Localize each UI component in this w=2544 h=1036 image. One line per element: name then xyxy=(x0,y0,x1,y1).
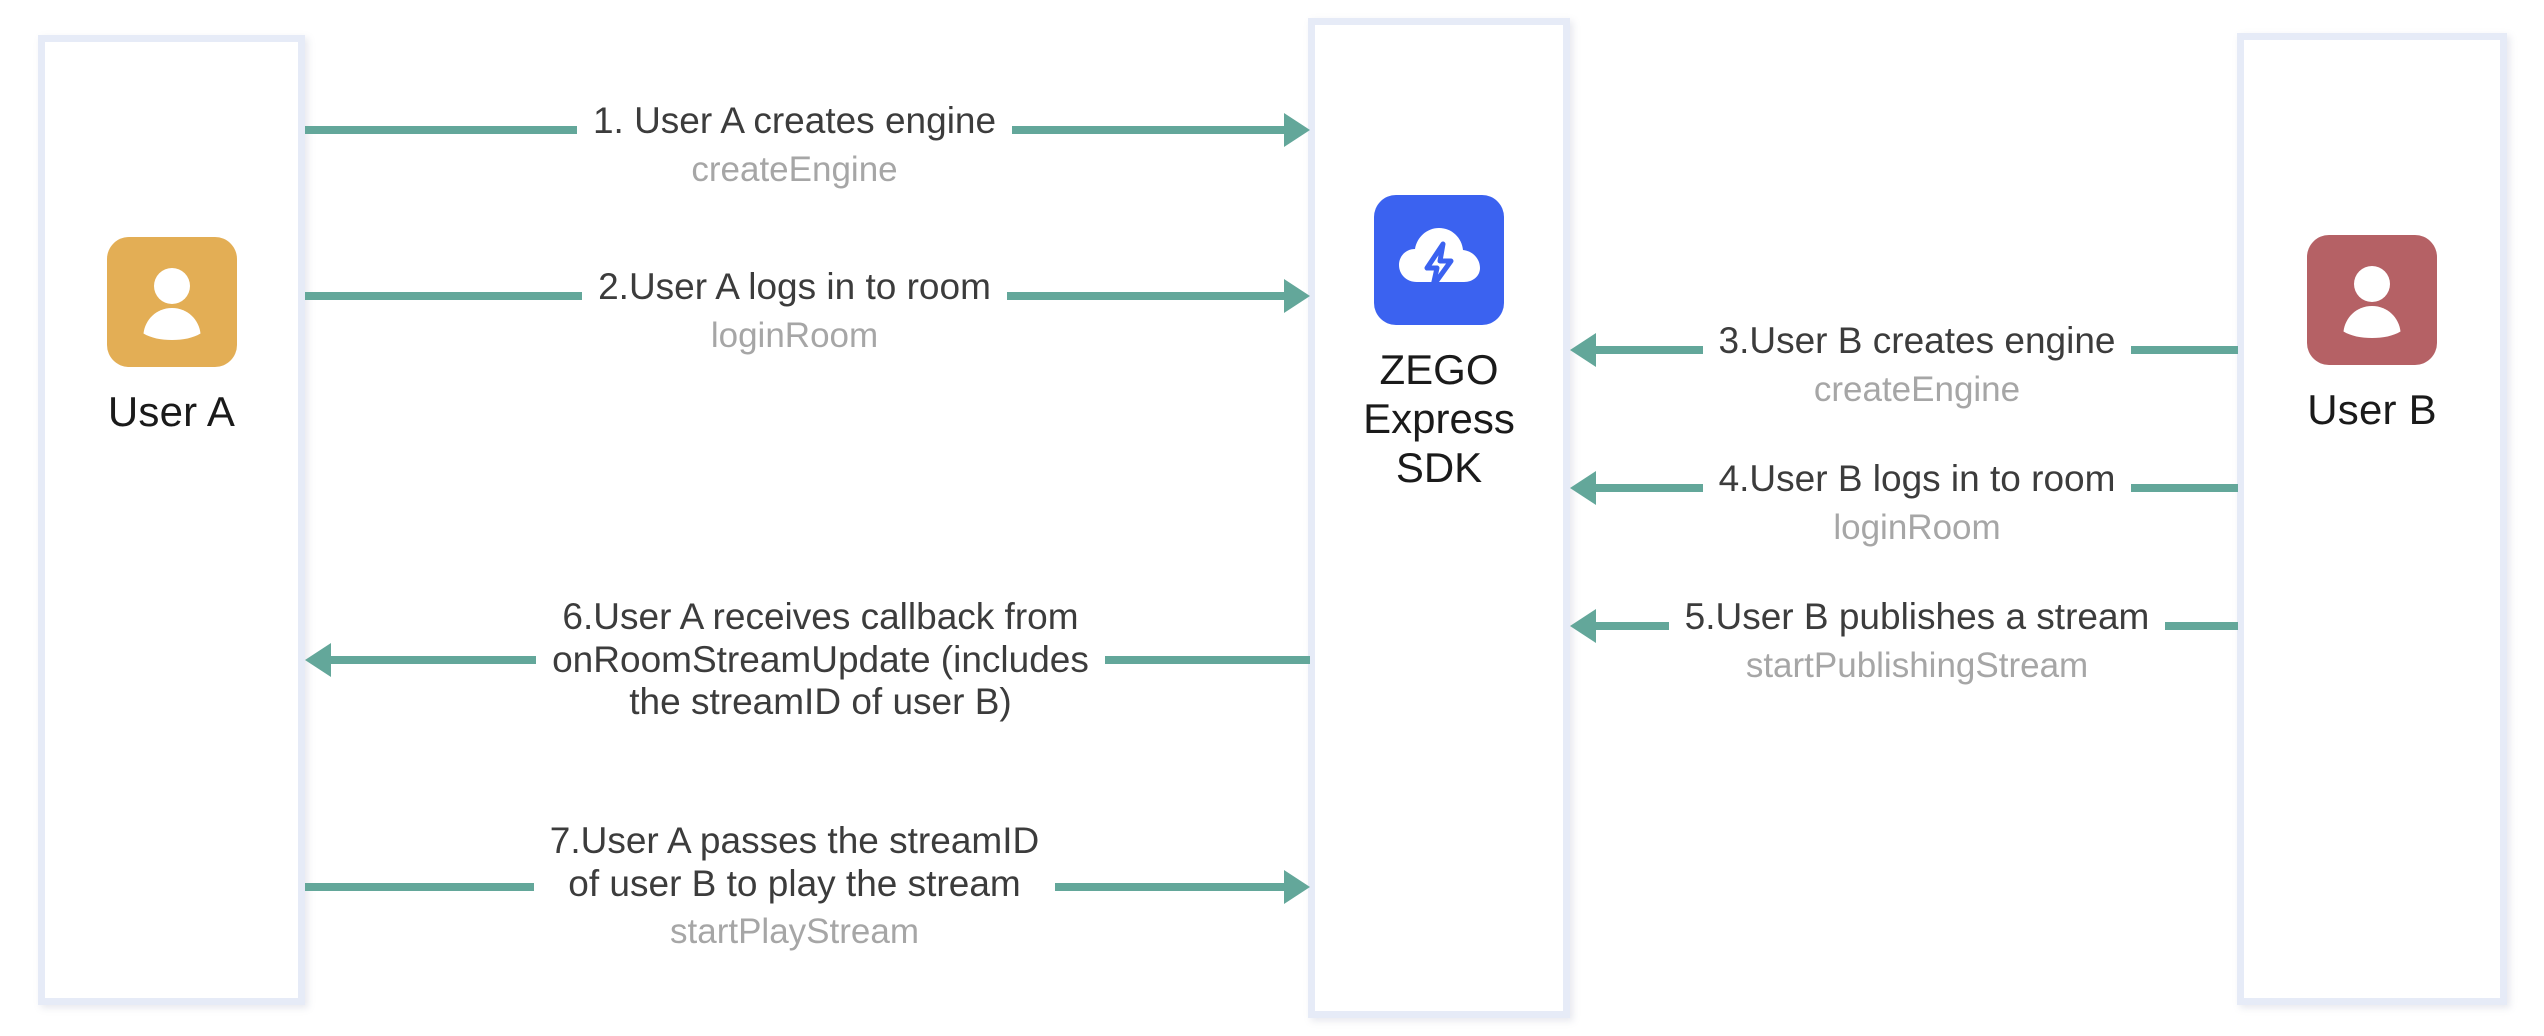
message-2-title: 2.User A logs in to room xyxy=(598,266,991,307)
message-3-text: 3.User B creates engine createEngine xyxy=(1703,320,2132,411)
zego-sdk-label: ZEGO Express SDK xyxy=(1324,345,1554,492)
message-1: 1. User A creates engine createEngine xyxy=(305,70,1311,191)
message-3-line-left xyxy=(1596,346,1703,355)
message-3-title: 3.User B creates engine xyxy=(1718,320,2116,361)
message-3-arrowhead xyxy=(1570,333,1596,368)
message-2: 2.User A logs in to room loginRoom xyxy=(305,236,1310,357)
user-a-label: User A xyxy=(107,388,236,435)
user-b-avatar xyxy=(2307,235,2437,365)
message-2-line-left xyxy=(305,292,583,301)
message-4-arrowhead xyxy=(1570,471,1596,506)
message-5-line-right xyxy=(2165,622,2239,631)
message-2-line-right xyxy=(1006,292,1284,301)
message-7-title: 7.User A passes the streamID of user B t… xyxy=(549,820,1040,904)
message-2-arrowhead xyxy=(1284,279,1310,314)
message-4-text: 4.User B logs in to room loginRoom xyxy=(1703,458,2132,549)
message-5-api: startPublishingStream xyxy=(1745,645,2089,685)
zego-sdk-label-line-2: Express xyxy=(1363,395,1515,443)
message-1-title: 1. User A creates engine xyxy=(592,100,997,141)
message-5-arrowhead xyxy=(1570,609,1596,644)
lifeline-user-b: User B xyxy=(2237,33,2507,1005)
user-b-label: User B xyxy=(2307,386,2437,433)
message-3-api: createEngine xyxy=(1813,369,2021,409)
user-a-avatar xyxy=(106,237,237,367)
message-6-arrowhead xyxy=(305,642,331,677)
message-7-arrowhead xyxy=(1284,869,1310,904)
message-4-line-right xyxy=(2131,484,2239,493)
message-1-line-right xyxy=(1012,126,1285,135)
message-1-line-left xyxy=(305,126,577,135)
message-1-api: createEngine xyxy=(691,149,898,189)
message-6-text: 6.User A receives callback from onRoomSt… xyxy=(536,596,1105,724)
message-6: 6.User A receives callback from onRoomSt… xyxy=(305,596,1310,724)
actor-user-b: User B xyxy=(2244,235,2500,433)
message-6-title: 6.User A receives callback from onRoomSt… xyxy=(552,596,1089,723)
actor-zego-sdk: ZEGO Express SDK xyxy=(1315,195,1563,492)
lifeline-zego-sdk: ZEGO Express SDK xyxy=(1308,18,1570,1018)
lifeline-user-a: User A xyxy=(38,35,305,1005)
message-7-line-left xyxy=(305,882,534,891)
zego-sdk-label-line-3: SDK xyxy=(1395,444,1483,492)
actor-user-a: User A xyxy=(45,237,298,435)
message-2-text: 2.User A logs in to room loginRoom xyxy=(582,266,1007,357)
message-3-line-right xyxy=(2131,346,2238,355)
message-6-line-left xyxy=(331,655,537,664)
message-5-title: 5.User B publishes a stream xyxy=(1684,596,2150,637)
message-6-line-right xyxy=(1104,655,1310,664)
message-4: 4.User B logs in to room loginRoom xyxy=(1570,428,2239,549)
user-avatar-icon xyxy=(143,268,200,340)
zego-sdk-label-line-1: ZEGO xyxy=(1379,346,1499,393)
message-7-line-right xyxy=(1055,882,1284,891)
message-7: 7.User A passes the streamID of user B t… xyxy=(305,820,1310,953)
message-7-text: 7.User A passes the streamID of user B t… xyxy=(534,820,1055,953)
message-5-text: 5.User B publishes a stream startPublish… xyxy=(1669,596,2166,687)
zego-sdk-tile xyxy=(1374,195,1504,325)
message-4-line-left xyxy=(1596,484,1703,493)
message-2-api: loginRoom xyxy=(710,315,879,355)
message-4-title: 4.User B logs in to room xyxy=(1718,458,2116,499)
message-5: 5.User B publishes a stream startPublish… xyxy=(1570,566,2239,687)
message-1-text: 1. User A creates engine createEngine xyxy=(577,100,1012,191)
message-5-line-left xyxy=(1596,622,1669,631)
message-3: 3.User B creates engine createEngine xyxy=(1570,290,2238,411)
message-1-arrowhead xyxy=(1284,113,1311,148)
message-7-api: startPlayStream xyxy=(670,912,919,952)
user-avatar-icon xyxy=(2343,266,2401,338)
message-4-api: loginRoom xyxy=(1833,507,2001,547)
zego-cloud-bolt-icon xyxy=(1399,228,1480,289)
